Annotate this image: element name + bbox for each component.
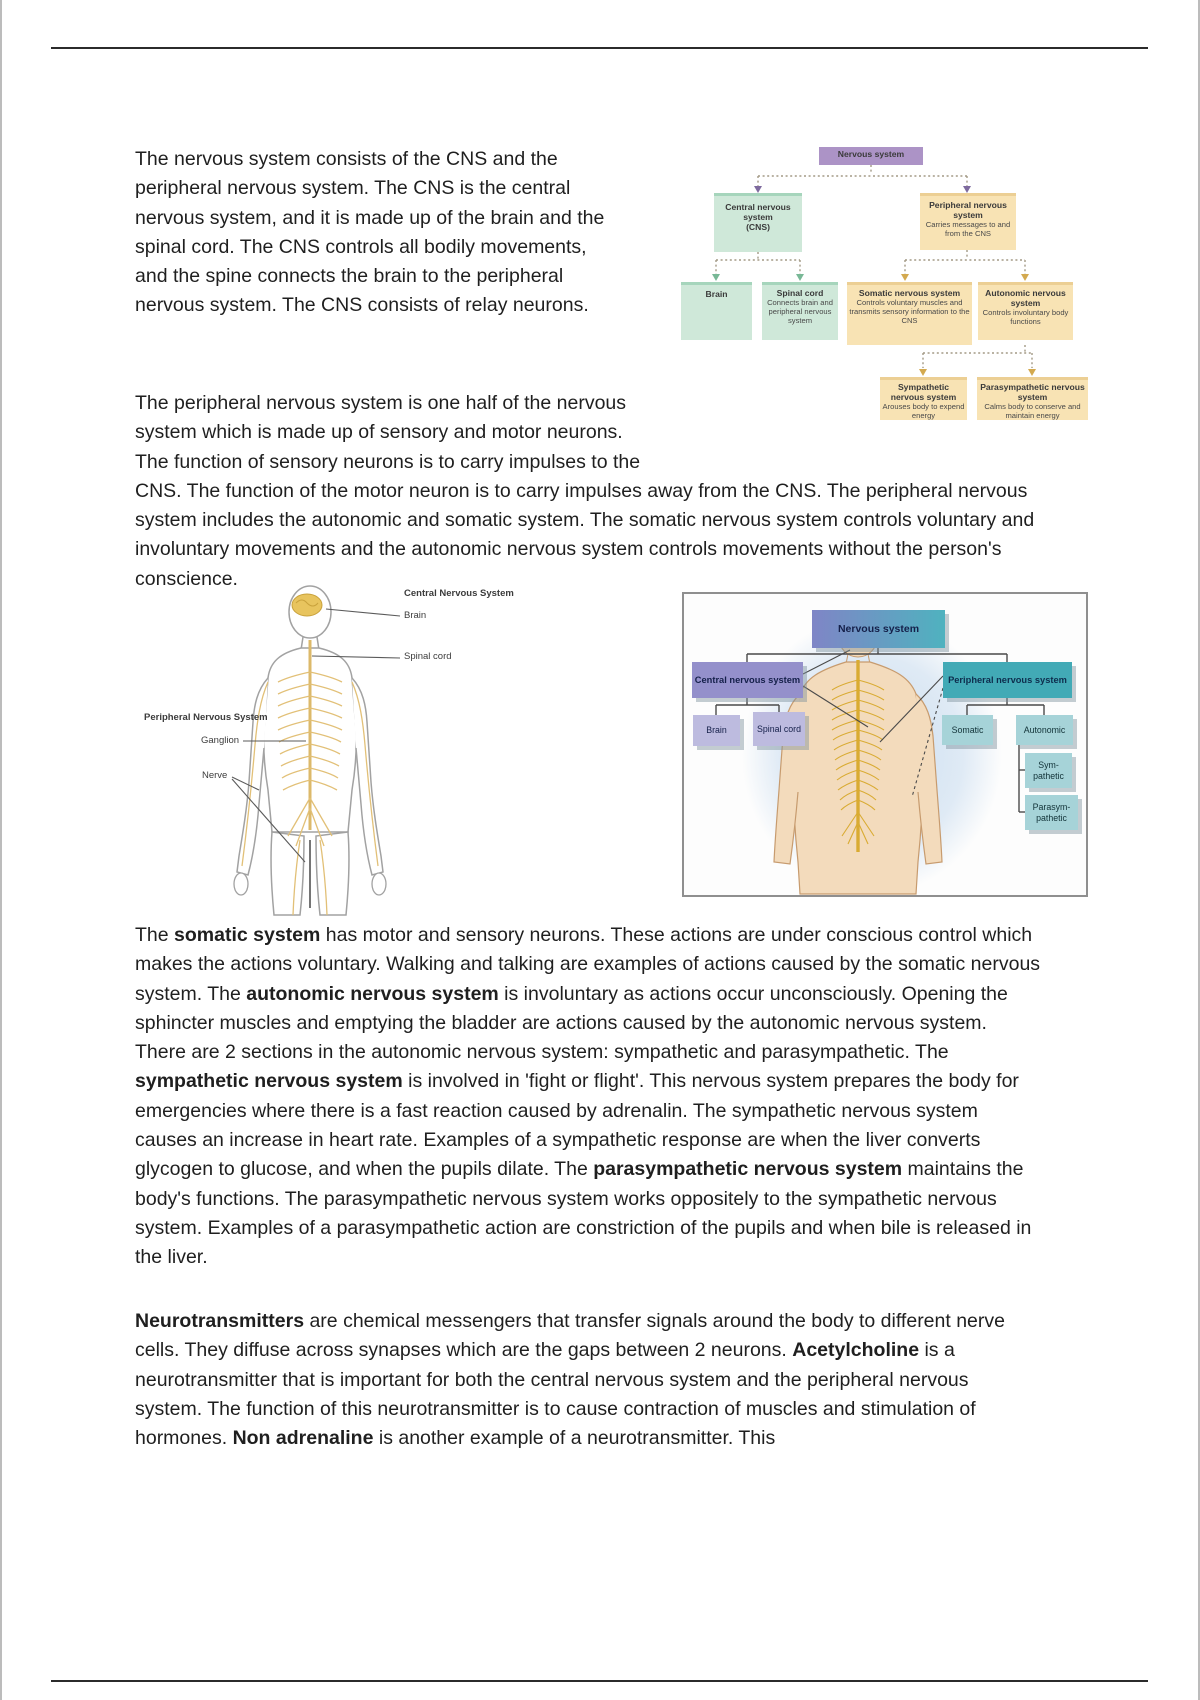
fig1-box-autonomic-nervous-system: Autonomic nervous system Controls involu… — [978, 282, 1073, 340]
fig1-box-spinal-cord: Spinal cord Connects brain and periphera… — [762, 282, 838, 340]
fig1-box-brain: Brain — [681, 282, 752, 340]
fig3-box-nervous-system: Nervous system — [812, 610, 945, 648]
fig2-label-peripheral-nervous-system: Peripheral Nervous System — [144, 712, 268, 723]
fig1-box-parasympathetic-nervous-system: Parasympathetic nervous system Calms bod… — [977, 377, 1088, 420]
fig1-box-central-nervous-system: Central nervous system (CNS) — [714, 193, 802, 252]
fig1-box-somatic-nervous-system: Somatic nervous system Controls voluntar… — [847, 282, 972, 345]
paragraph-somatic-autonomic: The somatic system has motor and sensory… — [135, 924, 1041, 1269]
footer-rule — [51, 1680, 1148, 1682]
fig2-label-spinal-cord: Spinal cord — [404, 651, 452, 662]
fig3-box-central-nervous-system: Central nervous system — [692, 662, 803, 698]
fig3-box-brain: Brain — [693, 715, 740, 746]
header-rule — [51, 47, 1148, 49]
fig2-body-illustration — [231, 585, 401, 916]
page-right-edge — [1198, 0, 1200, 1700]
fig3-body-illustration — [715, 615, 1045, 895]
fig2-label-ganglion: Ganglion — [201, 735, 240, 746]
page-left-edge — [0, 0, 2, 1700]
fig1-box-sympathetic-nervous-system: Sympathetic nervous system Arouses body … — [880, 377, 967, 420]
fig1-connector-lines — [712, 165, 1036, 376]
fig2-label-central-nervous-system: Central Nervous System — [404, 588, 514, 599]
paragraph-nervous-system-overview: The nervous system consists of the CNS a… — [135, 148, 605, 317]
fig3-box-sympathetic: Sym-pathetic — [1025, 753, 1072, 788]
fig1-box-nervous-system: Nervous system — [819, 147, 923, 165]
fig2-label-nerve: Nerve — [202, 770, 228, 781]
paragraph-peripheral-nervous-system: The peripheral nervous system is one hal… — [135, 389, 1041, 594]
fig3-box-autonomic: Autonomic — [1016, 715, 1073, 745]
fig2-label-brain: Brain — [404, 610, 427, 621]
fig3-box-peripheral-nervous-system: Peripheral nervous system — [943, 662, 1072, 698]
fig3-box-somatic: Somatic — [942, 715, 993, 745]
fig3-box-parasympathetic: Parasym-pathetic — [1025, 795, 1078, 830]
fig1-box-peripheral-nervous-system: Peripheral nervous system Carries messag… — [920, 193, 1016, 250]
fig3-box-spinal-cord: Spinal cord — [753, 712, 805, 746]
paragraph-neurotransmitters: Neurotransmitters are chemical messenger… — [135, 1310, 1005, 1450]
